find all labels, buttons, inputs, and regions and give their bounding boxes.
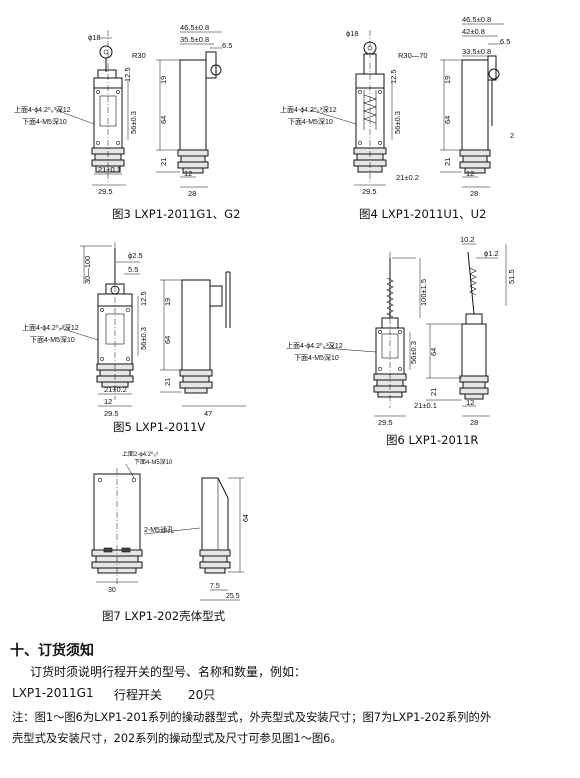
fig3-dim-465: 46.5±0.8 bbox=[180, 23, 209, 32]
fig3-dim-125: 12.5 bbox=[123, 67, 132, 82]
fig5-dim-64: 64 bbox=[163, 336, 172, 344]
figure-7-drawing: 上面2-ϕ4.2⁰₀³ 下面4-M5深10 2-M5通孔 64 30 7.5 2… bbox=[91, 450, 250, 601]
figure-5-caption: 图5 LXP1-2011V bbox=[113, 420, 206, 434]
fig3-dim-19: 19 bbox=[159, 76, 168, 84]
fig5-dim-21h: 21±0.2 bbox=[104, 385, 127, 394]
fig4-dim-335: 33.5±0.8 bbox=[462, 47, 491, 56]
figure-7-caption: 图7 LXP1-202壳体型式 bbox=[102, 609, 226, 623]
example-name: 行程开关 bbox=[114, 688, 163, 702]
fig5-dim-125: 12.5 bbox=[139, 291, 148, 306]
fig4-note-2: 下面4-M5深10 bbox=[288, 117, 333, 126]
fig4-dim-19: 19 bbox=[443, 76, 452, 84]
fig3-dim-355: 35.5±0.8 bbox=[180, 35, 209, 44]
fig6-dim-56: 56±0.3 bbox=[409, 341, 418, 364]
fig4-dim-12: 12 bbox=[466, 169, 474, 178]
figure-4-caption: 图4 LXP1-2011U1、U2 bbox=[359, 207, 487, 221]
fig4-dim-phi18: ϕ18 bbox=[346, 29, 359, 38]
fig3-dim-21v: 21 bbox=[159, 158, 168, 166]
fig7-dim-255: 25.5 bbox=[226, 593, 240, 600]
figure-3-caption: 图3 LXP1-2011G1、G2 bbox=[112, 207, 241, 221]
fig5-dim-30100: 30—100 bbox=[83, 256, 92, 284]
figure-5-drawing: ϕ2.5 30—100 5.5 12.5 19 64 56±0.3 21 21±… bbox=[22, 242, 246, 418]
figure-6-drawing: 10.2 ϕ1.2 51.5 100±1.5 64 56±0.3 21 21±0… bbox=[286, 235, 516, 427]
fig4-dim-r3070: R30—70 bbox=[398, 51, 428, 60]
fig3-dim-56: 56±0.3 bbox=[129, 111, 138, 134]
ordering-intro: 订货时须说明行程开关的型号、名称和数量，例如： bbox=[30, 665, 307, 679]
fig3-note-1: 上面4-ϕ4.2⁰₀³深12 bbox=[14, 105, 71, 114]
fig7-dim-64: 64 bbox=[243, 514, 250, 522]
fig7-dim-hole: 2-M5通孔 bbox=[144, 525, 174, 534]
fig4-dim-295: 29.5 bbox=[362, 187, 377, 196]
fig5-dim-56: 56±0.3 bbox=[139, 327, 148, 350]
fig4-dim-2: 2 bbox=[510, 131, 514, 140]
fig6-dim-102: 10.2 bbox=[460, 235, 475, 244]
figure-6-caption: 图6 LXP1-2011R bbox=[386, 433, 479, 447]
fig7-dim-75: 7.5 bbox=[210, 583, 220, 590]
fig5-dim-21v: 21 bbox=[163, 378, 172, 386]
fig6-dim-28: 28 bbox=[470, 418, 478, 427]
fig4-dim-42: 42±0.8 bbox=[462, 27, 485, 36]
fig4-dim-28: 28 bbox=[470, 189, 478, 198]
note-line-1: 注：图1～图6为LXP1-201系列的操动器型式，外壳型式及安装尺寸；图7为LX… bbox=[12, 711, 492, 724]
fig3-dim-12: 12 bbox=[184, 169, 192, 178]
fig7-note-2: 下面4-M5深10 bbox=[134, 458, 173, 466]
fig5-dim-19: 19 bbox=[163, 298, 172, 306]
fig4-dim-65: 6.5 bbox=[500, 37, 510, 46]
fig3-dim-64: 64 bbox=[159, 116, 168, 124]
fig6-dim-64: 64 bbox=[429, 348, 438, 356]
example-model: LXP1-2011G1 bbox=[12, 686, 94, 700]
fig4-dim-465: 46.5±0.8 bbox=[462, 15, 491, 24]
fig5-dim-295: 29.5 bbox=[104, 409, 119, 418]
fig5-dim-55: 5.5 bbox=[128, 265, 138, 274]
fig7-dim-30: 30 bbox=[108, 587, 116, 594]
fig4-dim-21v: 21 bbox=[443, 158, 452, 166]
fig6-dim-12: 12 bbox=[466, 398, 474, 407]
fig3-dim-21h: 21±0.1 bbox=[98, 165, 121, 174]
fig3-dim-phi18: ϕ18 bbox=[88, 33, 101, 42]
fig5-dim-47: 47 bbox=[204, 409, 212, 418]
ordering-section-title: 十、订货须知 bbox=[10, 643, 94, 659]
fig3-dim-65: 6.5 bbox=[222, 41, 232, 50]
fig4-dim-64: 64 bbox=[443, 116, 452, 124]
fig4-note-1: 上面4-ϕ4.2⁰₀³深12 bbox=[280, 105, 337, 114]
fig3-dim-28: 28 bbox=[188, 189, 196, 198]
fig6-note-1: 上面4-ϕ4.2⁰₀³深12 bbox=[286, 341, 343, 350]
fig6-dim-515: 51.5 bbox=[507, 269, 516, 284]
example-quantity: 20只 bbox=[188, 688, 216, 702]
fig3-dim-295: 29.5 bbox=[98, 187, 113, 196]
fig5-note-2: 下面4-M5深10 bbox=[30, 335, 75, 344]
fig5-dim-phi25: ϕ2.5 bbox=[128, 251, 143, 260]
fig7-note-1: 上面2-ϕ4.2⁰₀³ bbox=[122, 450, 158, 458]
note-line-2: 壳型式及安装尺寸，202系列的操动型式及尺寸可参见图1～图6。 bbox=[12, 732, 342, 745]
figure-4-drawing: ϕ18 R30—70 46.5±0.8 42±0.8 33.5±0.8 6.5 … bbox=[280, 15, 514, 198]
fig5-dim-12: 12 bbox=[104, 397, 112, 406]
fig3-note-2: 下面4-M5深10 bbox=[22, 117, 67, 126]
fig6-dim-phi12: ϕ1.2 bbox=[484, 249, 499, 258]
fig6-dim-21h: 21±0.1 bbox=[414, 401, 437, 410]
fig4-dim-21h: 21±0.2 bbox=[396, 173, 419, 182]
fig6-dim-21v: 21 bbox=[429, 388, 438, 396]
fig6-note-2: 下面4-M5深10 bbox=[294, 353, 339, 362]
fig5-note-1: 上面4-ϕ4.2⁰₀³深12 bbox=[22, 323, 79, 332]
fig6-dim-295: 29.5 bbox=[378, 418, 393, 427]
fig3-dim-r30: R30 bbox=[132, 51, 146, 60]
fig4-dim-56: 56±0.3 bbox=[393, 111, 402, 134]
fig4-dim-125: 12.5 bbox=[389, 69, 398, 84]
figure-3-drawing: ϕ18 R30 46.5±0.8 35.5±0.8 6.5 12.5 19 64… bbox=[14, 23, 232, 198]
fig6-dim-1001: 100±1.5 bbox=[419, 279, 428, 306]
